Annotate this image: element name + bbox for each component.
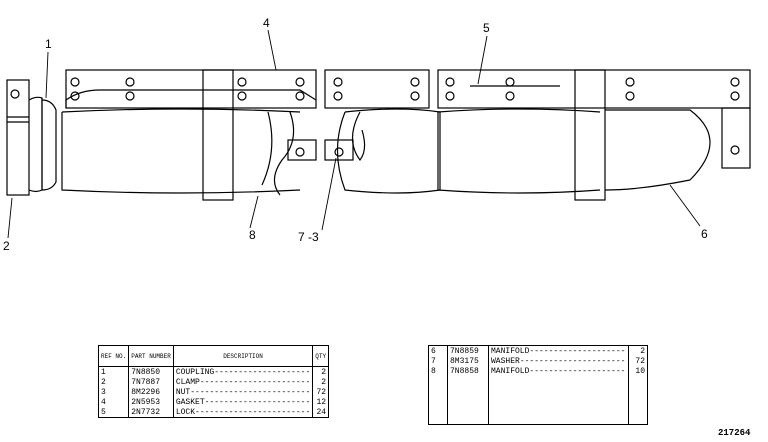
- row-desc: MANIFOLD--------------------: [488, 345, 629, 357]
- row-desc-text: WASHER: [491, 356, 520, 366]
- row-desc: LOCK------------------------: [172, 407, 313, 418]
- table-row: 1 7N8850 COUPLING-------------------- 2: [99, 366, 329, 377]
- row-ref: [429, 376, 448, 424]
- callout-4: 4: [263, 16, 270, 30]
- row-part: 7N8858: [447, 366, 489, 377]
- callout-6: 6: [701, 227, 708, 241]
- bolt-group-left: [70, 77, 305, 101]
- row-part: 2N5953: [128, 397, 174, 407]
- row-desc-text: MANIFOLD: [491, 366, 530, 376]
- row-ref: 2: [101, 377, 106, 387]
- row-desc: MANIFOLD--------------------: [488, 366, 629, 377]
- row-desc-text: CLAMP: [175, 377, 200, 387]
- row-qty: [628, 376, 648, 425]
- col-qty: QTY: [312, 345, 329, 367]
- table-row: 7 8M3175 WASHER---------------------- 72: [429, 356, 648, 367]
- table-row: 2 7N7887 CLAMP----------------------- 2: [99, 377, 329, 387]
- callout-8: 8: [249, 228, 256, 242]
- row-qty: 72: [628, 356, 648, 367]
- parts-table-header: REF NO. PART NUMBER DESCRIPTION QTY: [98, 345, 329, 367]
- row-ref: 1: [101, 367, 106, 377]
- parts-table-right: 6 7N8859 MANIFOLD-------------------- 2 …: [428, 345, 648, 425]
- callout-7-3: 7 -3: [298, 230, 319, 244]
- table-row: 6 7N8859 MANIFOLD-------------------- 2: [429, 345, 648, 357]
- row-part: [447, 376, 489, 425]
- row-desc-text: GASKET: [175, 397, 205, 407]
- col-ref: REF NO.: [98, 345, 129, 367]
- row-desc: NUT-------------------------: [172, 387, 313, 397]
- row-ref: 6: [431, 346, 436, 356]
- callout-2: 2: [3, 239, 10, 253]
- coupling-end: [6, 79, 57, 196]
- table-row: 4 2N5953 GASKET---------------------- 12: [99, 397, 329, 407]
- row-ref: 8: [431, 366, 436, 376]
- col-desc: DESCRIPTION: [172, 345, 313, 367]
- parts-table-left: REF NO. PART NUMBER DESCRIPTION QTY 1 7N…: [98, 345, 330, 418]
- row-part: 8M3175: [447, 356, 489, 367]
- row-qty: 24: [312, 407, 329, 418]
- table-row: 8 7N8858 MANIFOLD-------------------- 10: [429, 366, 648, 377]
- row-part: 7N8850: [128, 366, 174, 377]
- table-row: 5 2N7732 LOCK------------------------ 24: [99, 407, 329, 418]
- row-desc: WASHER----------------------: [488, 356, 629, 367]
- callout-5: 5: [483, 21, 490, 35]
- callout-1: 1: [45, 37, 52, 51]
- manifold-segment-left: [61, 69, 317, 201]
- leader-lines: [7, 29, 701, 239]
- row-desc: CLAMP-----------------------: [172, 377, 313, 387]
- row-qty: 2: [312, 377, 329, 387]
- col-part: PART NUMBER: [128, 345, 174, 367]
- table-row-empty: [429, 376, 648, 425]
- row-part: 8M2296: [128, 387, 174, 397]
- row-desc: GASKET----------------------: [172, 397, 313, 407]
- row-desc-text: MANIFOLD: [491, 346, 530, 356]
- row-qty: 2: [312, 366, 329, 377]
- row-part: 7N7887: [128, 377, 174, 387]
- table-row: 3 8M2296 NUT------------------------- 72: [99, 387, 329, 397]
- row-desc-text: COUPLING: [175, 367, 215, 377]
- row-qty: 2: [628, 345, 648, 357]
- row-desc-text: LOCK: [175, 407, 196, 417]
- row-desc: COUPLING--------------------: [172, 366, 313, 377]
- manifold-segment-middle: [324, 69, 441, 194]
- row-ref: 4: [101, 397, 106, 407]
- row-desc: [488, 376, 629, 425]
- row-part: 7N8859: [447, 345, 489, 357]
- row-desc-text: NUT: [175, 387, 191, 397]
- row-part: 2N7732: [128, 407, 174, 418]
- row-ref: 7: [431, 356, 436, 366]
- manifold-segment-right: [437, 69, 751, 201]
- figure-number: 217264: [718, 428, 751, 438]
- row-ref: 3: [101, 387, 106, 397]
- row-ref: 5: [101, 407, 106, 417]
- row-qty: 72: [312, 387, 329, 397]
- row-qty: 10: [628, 366, 648, 377]
- row-qty: 12: [312, 397, 329, 407]
